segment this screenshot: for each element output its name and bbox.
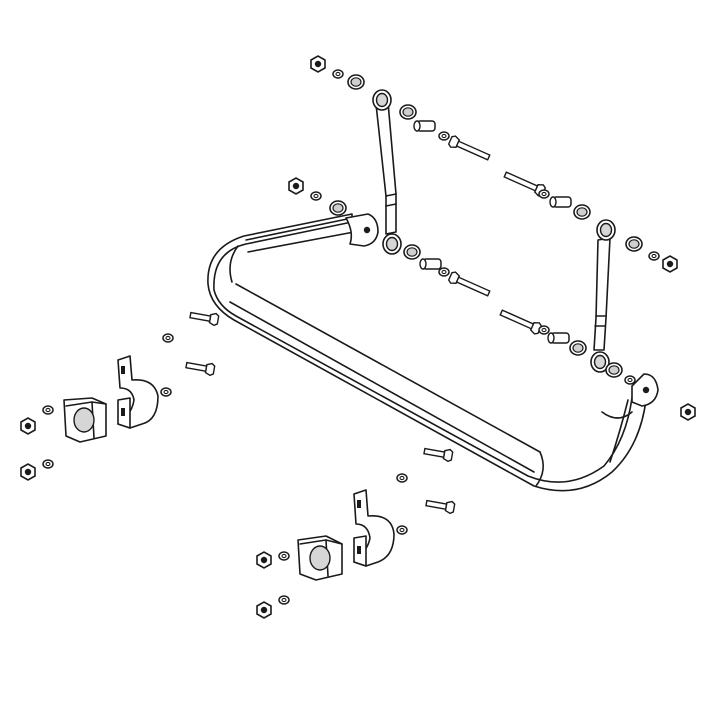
bushing	[297, 535, 343, 581]
spacer-sleeve	[549, 196, 572, 208]
grommet	[347, 74, 365, 90]
grommet	[569, 340, 587, 356]
bracket	[353, 489, 395, 567]
hex-nut	[20, 417, 36, 435]
grommet	[625, 236, 643, 252]
hex-nut	[256, 601, 272, 619]
bolt	[424, 496, 456, 515]
washer	[624, 375, 636, 385]
grommet	[605, 362, 623, 378]
bolt	[422, 444, 454, 463]
end-link-left	[372, 89, 402, 255]
hex-nut	[256, 551, 272, 569]
hex-nut	[680, 403, 696, 421]
bolt	[188, 308, 220, 327]
spacer-sleeve	[547, 332, 570, 344]
washer	[278, 551, 290, 561]
washer	[538, 189, 550, 199]
bolt	[447, 270, 492, 300]
bolt	[498, 306, 543, 336]
bolt	[184, 358, 216, 377]
grommet	[573, 204, 591, 220]
bushing	[63, 397, 107, 443]
washer	[648, 251, 660, 261]
washer	[332, 69, 344, 79]
washer	[42, 459, 54, 469]
washer	[310, 191, 322, 201]
spacer-sleeve	[419, 258, 442, 270]
end-link-right	[590, 219, 616, 373]
washer	[42, 405, 54, 415]
washer	[396, 525, 408, 535]
hex-nut	[662, 255, 678, 273]
grommet	[329, 200, 347, 216]
spacer-sleeve	[413, 120, 436, 132]
grommet	[399, 104, 417, 120]
washer	[396, 473, 408, 483]
washer	[538, 325, 550, 335]
grommet	[403, 244, 421, 260]
hex-nut	[20, 463, 36, 481]
bracket	[117, 355, 159, 429]
washer	[278, 595, 290, 605]
hex-nut	[288, 177, 304, 195]
hex-nut	[310, 55, 326, 73]
washer	[160, 387, 172, 397]
bolt	[447, 134, 492, 164]
sway-bar	[207, 213, 659, 492]
washer	[438, 267, 450, 277]
washer	[438, 131, 450, 141]
washer	[162, 333, 174, 343]
